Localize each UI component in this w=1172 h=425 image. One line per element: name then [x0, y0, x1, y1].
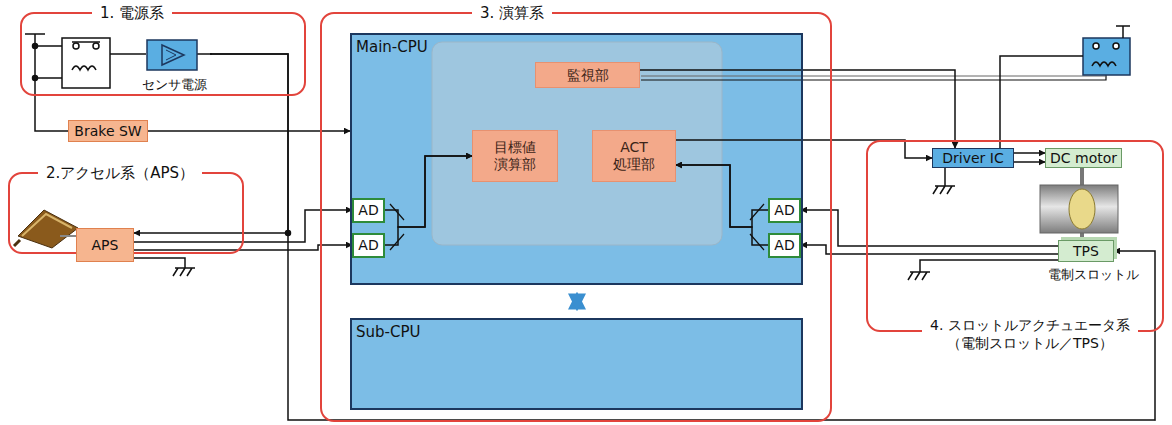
pedal-icon	[18, 210, 78, 248]
relay-wire	[1000, 56, 1083, 148]
signal-connector	[676, 165, 768, 245]
motor-box: DC motor	[1045, 148, 1122, 168]
ground-symbol	[933, 168, 955, 194]
ad-converter: AD	[768, 198, 801, 223]
driver-box: Driver IC	[932, 148, 1014, 168]
box-label: AD	[358, 202, 378, 219]
signal-connector	[676, 165, 768, 227]
signal-connector	[1014, 161, 1045, 163]
signal-connector	[801, 210, 1058, 246]
cpu-fill	[350, 33, 803, 285]
ground-symbol	[908, 260, 1058, 280]
region-heading: 2.アクセル系（APS）	[38, 163, 202, 183]
power-wire	[35, 46, 62, 78]
signal-connector	[385, 156, 472, 245]
sensor-box: TPS	[1058, 240, 1114, 262]
relay-wire	[641, 75, 1106, 80]
box-label: ACT 処理部	[604, 139, 664, 173]
component-label: センサ電源	[132, 76, 216, 94]
cpu-box: Sub-CPU	[350, 318, 803, 410]
box-label: AD	[358, 237, 378, 254]
region-heading: 1. 電源系	[92, 3, 172, 23]
bus-arrow	[573, 297, 582, 306]
box-label: APS	[92, 237, 119, 254]
relay-wire	[641, 76, 1106, 77]
region-frame: 1. 電源系センサ電源	[20, 12, 306, 96]
part-label: 電制スロットル	[1048, 266, 1139, 284]
process-box: ACT 処理部	[592, 130, 676, 182]
signal-connector	[801, 245, 1058, 254]
ground-symbol	[173, 268, 195, 276]
power-wire	[196, 53, 212, 55]
function-area	[432, 42, 722, 245]
box-label: AD	[774, 237, 794, 254]
cpu-label: Main-CPU	[356, 38, 428, 56]
box-label: AD	[774, 202, 794, 219]
box-label: 目標値 演算部	[485, 139, 545, 173]
region-frame: 3. 演算系Main-CPU監視部目標値 演算部ACT 処理部ADADADADS…	[320, 12, 832, 422]
cpu-box: Main-CPU 監視部目標値 演算部 ACT 処理部 AD AD AD AD	[350, 33, 803, 285]
switch-box: Brake SW	[68, 120, 148, 142]
region-heading: 3. 演算系	[472, 3, 552, 23]
box-label: DC motor	[1050, 150, 1117, 167]
signal-connector	[385, 156, 472, 227]
ad-converter: AD	[352, 198, 385, 223]
box-label: Brake SW	[74, 123, 141, 140]
amplifier-symbol	[146, 39, 198, 73]
process-box: 目標値 演算部	[472, 130, 558, 182]
relay-symbol	[62, 38, 110, 88]
region-heading: 4. スロットルアクチュエータ系 （電制スロットル／TPS）	[922, 316, 1138, 352]
ad-converter: AD	[352, 233, 385, 258]
process-box: 監視部	[535, 62, 640, 88]
box-label: TPS	[1073, 243, 1099, 260]
region-frame: 4. スロットルアクチュエータ系 （電制スロットル／TPS）Driver ICD…	[866, 140, 1164, 332]
power-wire	[110, 53, 146, 55]
ad-converter: AD	[768, 233, 801, 258]
box-label: Driver IC	[942, 150, 1003, 167]
sensor-power: センサ電源	[138, 38, 210, 92]
relay-symbol	[1083, 38, 1130, 75]
cpu-fill	[350, 318, 803, 410]
throttle-body	[1040, 185, 1118, 233]
ground-wire	[134, 258, 185, 268]
cpu-label: Sub-CPU	[356, 323, 420, 341]
box-label: 監視部	[567, 67, 609, 84]
throttle-valve	[1069, 189, 1095, 229]
signal-connector	[676, 140, 932, 158]
sensor-box: APS	[76, 228, 134, 262]
signal-connector	[640, 70, 955, 148]
signal-connector	[1014, 152, 1045, 154]
power-wire	[1116, 26, 1130, 38]
region-frame: 2.アクセル系（APS）APS	[8, 172, 244, 254]
